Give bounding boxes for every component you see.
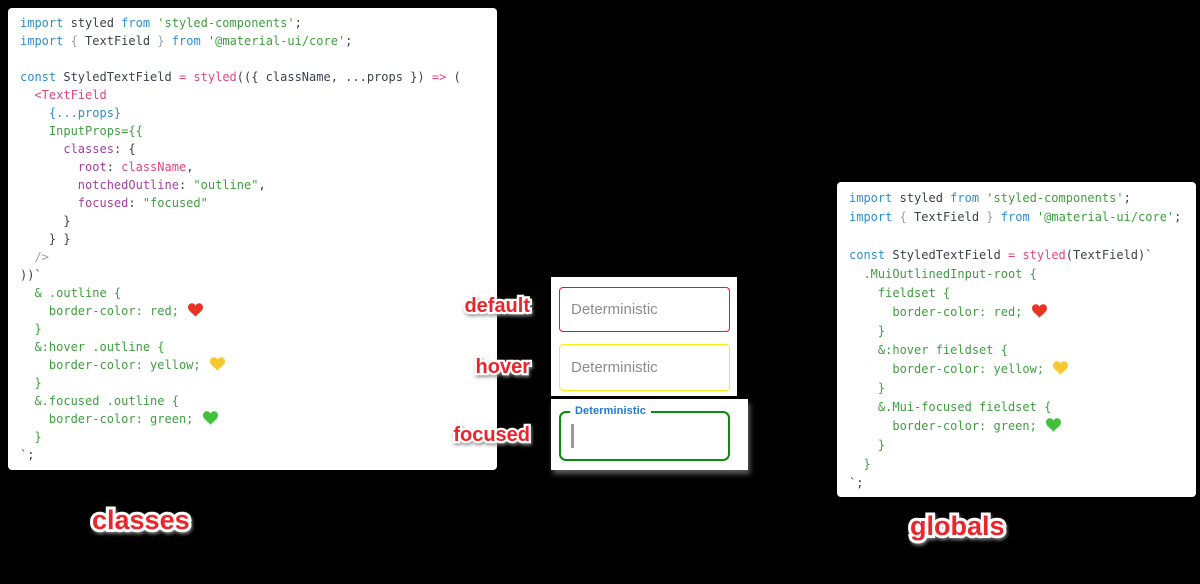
code-line: import styled from 'styled-components'; <box>20 16 302 30</box>
caption-focused: focused <box>451 422 532 449</box>
caption-hover: hover <box>473 354 532 381</box>
textfield-demo-panel <box>551 277 737 396</box>
code-line: } <box>849 381 886 395</box>
textfield-focused-label: Deterministic <box>570 405 651 417</box>
code-line: } <box>20 430 42 444</box>
code-line: &.Mui-focused fieldset { <box>849 400 1052 414</box>
textfield-default[interactable] <box>559 287 730 332</box>
code-line: &:hover .outline { <box>20 340 165 354</box>
code-line: border-color: green; <box>20 410 497 428</box>
code-line: notchedOutline: "outline", <box>77 178 266 192</box>
code-line: const StyledTextField = styled(TextField… <box>849 248 1153 262</box>
code-panel-globals: import styled from 'styled-components'; i… <box>837 182 1196 497</box>
code-line: border-color: green; <box>849 417 1196 436</box>
code-line: } <box>20 322 42 336</box>
code-line: } } <box>20 232 71 246</box>
yellow-heart-icon <box>1053 361 1069 375</box>
code-line: <TextField <box>20 88 107 102</box>
code-line: .MuiOutlinedInput-root { <box>849 267 1037 281</box>
textfield-hover[interactable] <box>559 344 730 391</box>
red-heart-icon <box>1031 304 1047 318</box>
green-heart-icon <box>202 411 218 425</box>
yellow-heart-icon <box>209 357 225 371</box>
code-line <box>20 50 497 68</box>
caption-globals: globals <box>907 508 1007 544</box>
code-line: } <box>20 376 42 390</box>
text-caret <box>571 424 574 448</box>
code-line: focused: "focused" <box>77 196 208 210</box>
code-line: } <box>20 214 71 228</box>
code-line: import { TextField } from '@material-ui/… <box>20 34 353 48</box>
code-line: `; <box>849 476 864 490</box>
code-line: } <box>849 457 871 471</box>
code-line: {...props} <box>20 106 122 120</box>
code-panel-classes: import styled from 'styled-components'; i… <box>8 8 497 470</box>
green-heart-icon <box>1046 418 1062 432</box>
textfield-focused-panel: Deterministic <box>551 399 748 470</box>
code-line: &.focused .outline { <box>20 394 179 408</box>
code-line: & .outline { <box>20 286 122 300</box>
caption-classes: classes <box>89 502 193 538</box>
code-line: InputProps={{ <box>20 124 143 138</box>
code-line: border-color: yellow; <box>20 356 497 374</box>
code-line: border-color: red; <box>20 302 497 320</box>
code-line: fieldset { <box>849 286 951 300</box>
code-line: import styled from 'styled-components'; <box>849 191 1131 205</box>
code-line: &:hover fieldset { <box>849 343 1008 357</box>
code-line <box>849 227 1196 246</box>
code-line: border-color: red; <box>849 303 1196 322</box>
code-line: ))` <box>20 268 42 282</box>
textfield-focused[interactable]: Deterministic <box>559 405 730 461</box>
code-line: classes: { <box>63 142 136 156</box>
code-line: } <box>849 438 886 452</box>
code-line: const StyledTextField = styled(({ classN… <box>20 70 461 84</box>
code-line: `; <box>20 448 35 462</box>
code-line: root: className, <box>77 160 194 174</box>
caption-default: default <box>462 293 532 320</box>
code-line: import { TextField } from '@material-ui/… <box>849 210 1182 224</box>
code-line: } <box>849 324 886 338</box>
red-heart-icon <box>188 303 204 317</box>
code-line: border-color: yellow; <box>849 360 1196 379</box>
code-line: /> <box>20 250 49 264</box>
